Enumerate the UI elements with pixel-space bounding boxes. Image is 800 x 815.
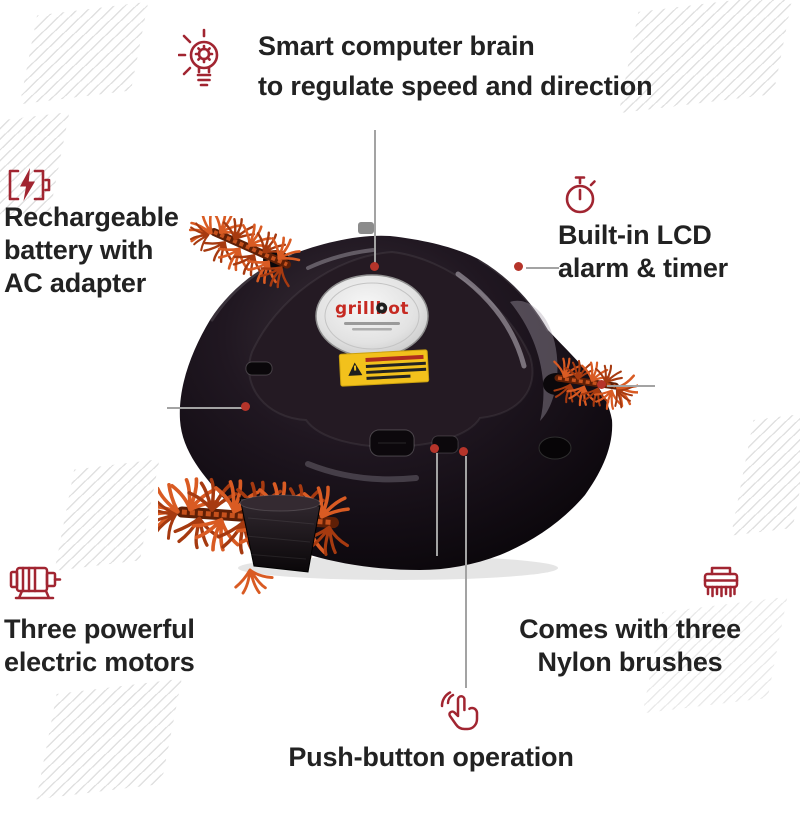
- robot-power-button: [369, 429, 415, 457]
- grillbot-label: grillbot: [315, 274, 429, 358]
- callout-line-push-button: [465, 456, 467, 688]
- feature-text-line: battery with: [4, 235, 154, 265]
- feature-battery: Rechargeable battery with AC adapter: [4, 201, 179, 300]
- robot-side-slot: [245, 361, 273, 376]
- feature-motors: Three powerful electric motors: [4, 613, 195, 679]
- hatch-decoration: [36, 678, 182, 800]
- feature-nylon-brushes: Comes with three Nylon brushes: [502, 613, 758, 679]
- callout-dot-brain: [370, 262, 379, 271]
- motor-icon: [8, 559, 62, 605]
- callout-line-motors: [436, 453, 438, 556]
- push-button-icon: [436, 690, 484, 736]
- feature-text-line: Smart computer brain: [258, 31, 535, 61]
- brush-upper-left: [184, 216, 307, 295]
- feature-text-line: alarm & timer: [558, 253, 728, 283]
- robot-top-stub: [358, 222, 374, 234]
- feature-text-line: Comes with three: [519, 614, 741, 644]
- callout-line-lcd: [526, 267, 559, 269]
- hatch-decoration: [730, 412, 800, 536]
- callout-line-brain: [374, 130, 376, 266]
- lightbulb-gear-icon: [178, 28, 230, 92]
- robot-bottom-cone: [230, 494, 321, 598]
- feature-text-line: Nylon brushes: [537, 647, 723, 677]
- feature-text-line: to regulate speed and direction: [258, 71, 653, 101]
- callout-dot-right-brush: [597, 380, 606, 389]
- callout-line-battery: [167, 407, 244, 409]
- feature-text-line: Built-in LCD: [558, 220, 712, 250]
- warning-sticker: [338, 349, 430, 387]
- robot-wheel: [538, 436, 572, 460]
- feature-smart-brain: Smart computer brain to regulate speed a…: [258, 26, 653, 106]
- feature-text-line: Three powerful: [4, 614, 195, 644]
- callout-dot-battery: [241, 402, 250, 411]
- hatch-decoration: [19, 1, 149, 105]
- battery-charging-icon: [5, 167, 51, 203]
- callout-dot-push-button: [459, 447, 468, 456]
- feature-lcd-timer: Built-in LCD alarm & timer: [558, 219, 728, 285]
- feature-text-line: Push-button operation: [288, 742, 574, 772]
- brush-icon: [698, 561, 742, 609]
- callout-dot-motors: [430, 444, 439, 453]
- grillbot-product-image: grillbot: [158, 216, 638, 598]
- hatch-decoration: [54, 459, 160, 571]
- feature-text-line: electric motors: [4, 647, 195, 677]
- callout-dot-lcd: [514, 262, 523, 271]
- grillbot-logo-text: grillbot: [335, 299, 409, 319]
- callout-line-right-brush: [607, 385, 655, 387]
- timer-icon: [562, 175, 598, 217]
- feature-text-line: Rechargeable: [4, 202, 179, 232]
- feature-text-line: AC adapter: [4, 268, 147, 298]
- feature-push-button: Push-button operation: [266, 741, 596, 774]
